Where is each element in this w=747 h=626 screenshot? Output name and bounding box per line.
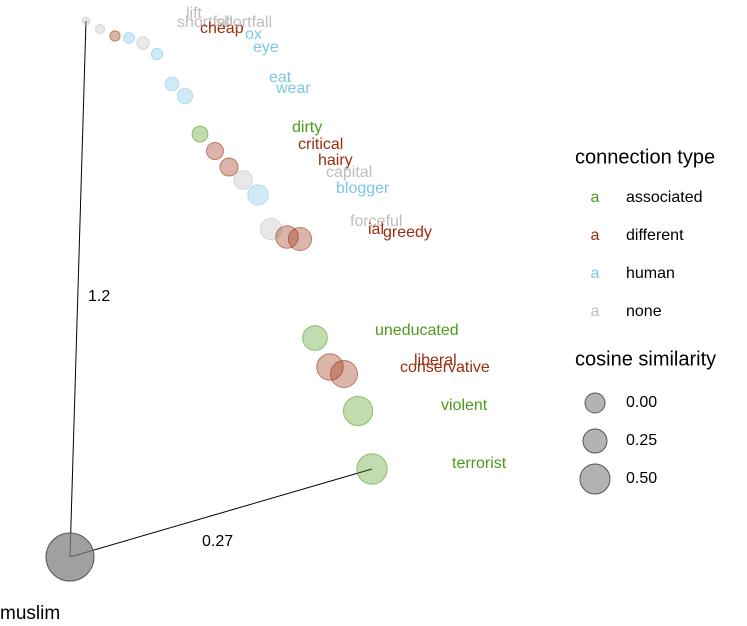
word-label-capital: capital <box>326 164 372 181</box>
word-label-shortfall: shortfall <box>177 14 233 31</box>
legend-title-cosine-similarity: cosine similarity <box>575 348 716 370</box>
point-lift <box>81 16 91 26</box>
point-eye <box>150 47 164 61</box>
point-shortfall <box>136 36 150 50</box>
word-label-uneducated: uneducated <box>375 322 459 339</box>
legend-label-different: different <box>626 227 684 244</box>
legend-key-none: a <box>591 303 600 320</box>
word-label-eye: eye <box>253 39 279 56</box>
point-terrorist <box>356 453 388 485</box>
legend-key-different: a <box>591 227 600 244</box>
point-conservative <box>329 359 359 389</box>
legend-key-associated: a <box>591 189 600 206</box>
point-shortfall <box>94 23 106 35</box>
word-label-dirty: dirty <box>292 119 322 136</box>
point-cheap <box>109 30 121 42</box>
origin-label: muslim <box>0 603 60 624</box>
legend: connection type a associated a different a hum… <box>575 146 716 495</box>
word-label-wear: wear <box>275 80 311 97</box>
word-label-lift: lift <box>186 5 203 22</box>
word-label-greedy: greedy <box>383 224 432 241</box>
point-dirty <box>191 125 209 143</box>
legend-label-none: none <box>626 303 662 320</box>
point-violent <box>342 395 374 427</box>
legend-size-key <box>582 428 608 454</box>
legend-size-label: 0.25 <box>626 432 657 449</box>
legend-size-key <box>584 392 606 414</box>
reference-lines: 1.2 0.27 <box>69 20 373 558</box>
word-label-eat: eat <box>269 69 292 86</box>
point-uneducated <box>302 325 328 351</box>
point-liberal <box>316 353 344 381</box>
legend-size-key <box>579 463 611 495</box>
word-label-ox: ox <box>245 26 262 43</box>
origin-point-muslim <box>45 532 95 582</box>
reference-line-label: 1.2 <box>88 288 110 305</box>
word-label-conservative: conservative <box>400 359 490 376</box>
word-label-critical: critical <box>298 136 343 153</box>
word-label-terrorist: terrorist <box>452 455 507 472</box>
word-label-forceful: forceful <box>350 213 402 230</box>
origin-node: muslim <box>0 532 95 624</box>
point-capital <box>233 170 253 190</box>
reference-line-label: 0.27 <box>202 533 233 550</box>
word-label-cheap: cheap <box>200 20 244 37</box>
word-label-hairy: hairy <box>318 152 353 169</box>
word-label-blogger: blogger <box>336 180 390 197</box>
points-layer <box>81 16 388 485</box>
legend-label-associated: associated <box>626 189 703 206</box>
point-greedy <box>287 226 313 252</box>
point-critical <box>206 142 224 160</box>
legend-label-human: human <box>626 265 675 282</box>
point-blogger <box>247 184 269 206</box>
point-ial <box>275 225 299 249</box>
legend-key-human: a <box>591 265 600 282</box>
legend-title-connection-type: connection type <box>575 146 715 168</box>
point-wear <box>176 87 194 105</box>
legend-size-label: 0.00 <box>626 394 657 411</box>
reference-line-terrorist <box>69 468 373 558</box>
reference-line-lift <box>69 20 87 558</box>
point-ox <box>123 32 135 44</box>
point-eat <box>164 76 180 92</box>
point-hairy <box>219 157 239 177</box>
word-label-shortfall: shortfall <box>216 14 272 31</box>
word-label-violent: violent <box>441 397 488 414</box>
word-label-ial: ial <box>368 221 384 238</box>
word-label-liberal: liberal <box>414 352 457 369</box>
legend-size-label: 0.50 <box>626 470 657 487</box>
